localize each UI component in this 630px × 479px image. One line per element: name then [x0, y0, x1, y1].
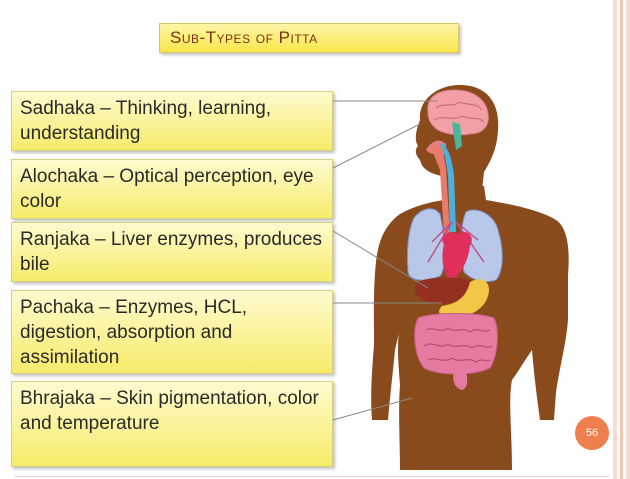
- leader-line-alochaka: [333, 124, 420, 168]
- bottom-divider: [14, 476, 610, 477]
- page-number-badge: 56: [575, 416, 609, 450]
- intestines-icon: [415, 314, 498, 375]
- page-number: 56: [586, 427, 598, 439]
